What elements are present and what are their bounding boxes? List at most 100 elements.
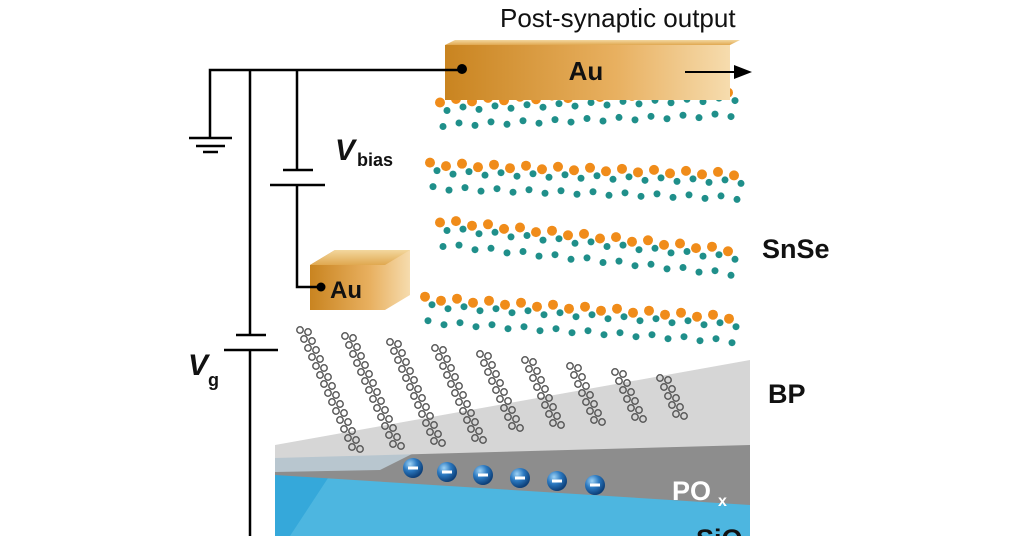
- bp-atom: [431, 344, 439, 352]
- bp-atom: [426, 412, 434, 420]
- sn-atom: [723, 246, 733, 257]
- se-atom: [615, 113, 623, 121]
- negative-charges: [403, 458, 605, 495]
- se-atom: [476, 307, 484, 315]
- se-atom: [733, 195, 741, 203]
- bp-atom: [516, 424, 524, 432]
- bp-atom: [541, 385, 549, 393]
- se-atom: [567, 118, 575, 126]
- bp-atom: [349, 334, 357, 342]
- se-atom: [443, 107, 451, 114]
- sn-atom: [537, 164, 547, 175]
- se-atom: [535, 119, 543, 127]
- pox-subscript: x: [718, 493, 727, 510]
- se-atom: [443, 227, 451, 234]
- bp-atom: [492, 370, 500, 378]
- bp-atom: [484, 368, 492, 376]
- sn-atom: [628, 307, 638, 318]
- se-atom: [589, 188, 597, 196]
- bp-atom: [488, 361, 496, 369]
- se-atom: [439, 123, 447, 130]
- se-atom: [625, 173, 633, 181]
- bp-atom: [512, 415, 520, 423]
- sn-atom: [612, 303, 622, 314]
- bp-atom: [348, 443, 356, 451]
- bp-atom: [418, 410, 426, 418]
- bp-atom: [541, 401, 549, 409]
- bp-atom: [590, 400, 598, 408]
- sn-atom: [484, 295, 494, 306]
- bp-atom: [324, 373, 332, 381]
- bp-atom: [459, 391, 467, 399]
- bp-atom: [356, 445, 364, 453]
- bottom-au-electrode: Au: [310, 250, 410, 310]
- se-atom: [552, 325, 560, 333]
- bp-atom: [627, 404, 635, 412]
- se-atom: [481, 171, 489, 179]
- substrate-stack: [275, 360, 750, 536]
- bp-atom: [463, 416, 471, 424]
- se-atom: [491, 228, 499, 236]
- bp-atom: [451, 373, 459, 381]
- se-atom: [663, 265, 671, 273]
- sn-atom: [548, 299, 558, 310]
- se-atom: [449, 170, 457, 178]
- se-atom: [615, 257, 623, 265]
- se-atom: [583, 254, 591, 262]
- bp-atoms: [296, 326, 688, 453]
- vbias-subscript: bias: [357, 150, 393, 170]
- bp-atom: [328, 398, 336, 406]
- se-atom: [475, 105, 483, 113]
- bp-atom: [352, 436, 360, 444]
- bp-atom: [476, 350, 484, 358]
- bp-slab-top: [275, 360, 750, 458]
- bp-atom: [332, 391, 340, 399]
- se-atom: [487, 118, 495, 126]
- se-atom: [509, 188, 517, 196]
- bp-atom: [635, 406, 643, 414]
- bp-atom: [377, 413, 385, 421]
- bp-atom: [430, 421, 438, 429]
- se-atom: [673, 177, 681, 185]
- se-atom: [696, 337, 704, 345]
- top-au-label: Au: [569, 56, 604, 86]
- sn-atom: [435, 97, 445, 108]
- se-atom: [429, 183, 437, 191]
- sn-atom: [473, 162, 483, 173]
- se-atom: [609, 175, 617, 183]
- se-atom: [540, 311, 548, 319]
- sn-atom: [579, 228, 589, 239]
- sn-atom: [435, 217, 445, 228]
- se-atom: [507, 233, 515, 241]
- sn-atom: [644, 305, 654, 316]
- bp-atom: [361, 377, 369, 385]
- sn-atom: [563, 230, 573, 241]
- bp-atom: [672, 394, 680, 402]
- bp-atom: [345, 341, 353, 349]
- se-atom: [460, 303, 468, 311]
- vg-subscript: g: [208, 370, 219, 390]
- se-atom: [667, 249, 675, 257]
- se-atom: [593, 172, 601, 180]
- sn-atom: [660, 309, 670, 320]
- sn-atom: [580, 301, 590, 312]
- bp-atom: [336, 400, 344, 408]
- bp-atom: [578, 373, 586, 381]
- bp-atom: [381, 422, 389, 430]
- sn-atom: [468, 297, 478, 308]
- se-atom: [508, 309, 516, 317]
- se-atom: [699, 252, 707, 260]
- sn-atom: [457, 158, 467, 169]
- se-atom: [523, 232, 531, 239]
- se-atom: [605, 191, 613, 199]
- bp-atom: [529, 358, 537, 366]
- se-atom: [507, 104, 515, 112]
- bp-label: BP: [768, 379, 806, 409]
- snse-atoms: [420, 85, 745, 347]
- bp-atom: [672, 410, 680, 418]
- sn-atom: [595, 233, 605, 244]
- bp-atom: [418, 394, 426, 402]
- bp-atom: [443, 371, 451, 379]
- sn-atom: [547, 225, 557, 236]
- se-atom: [573, 190, 581, 198]
